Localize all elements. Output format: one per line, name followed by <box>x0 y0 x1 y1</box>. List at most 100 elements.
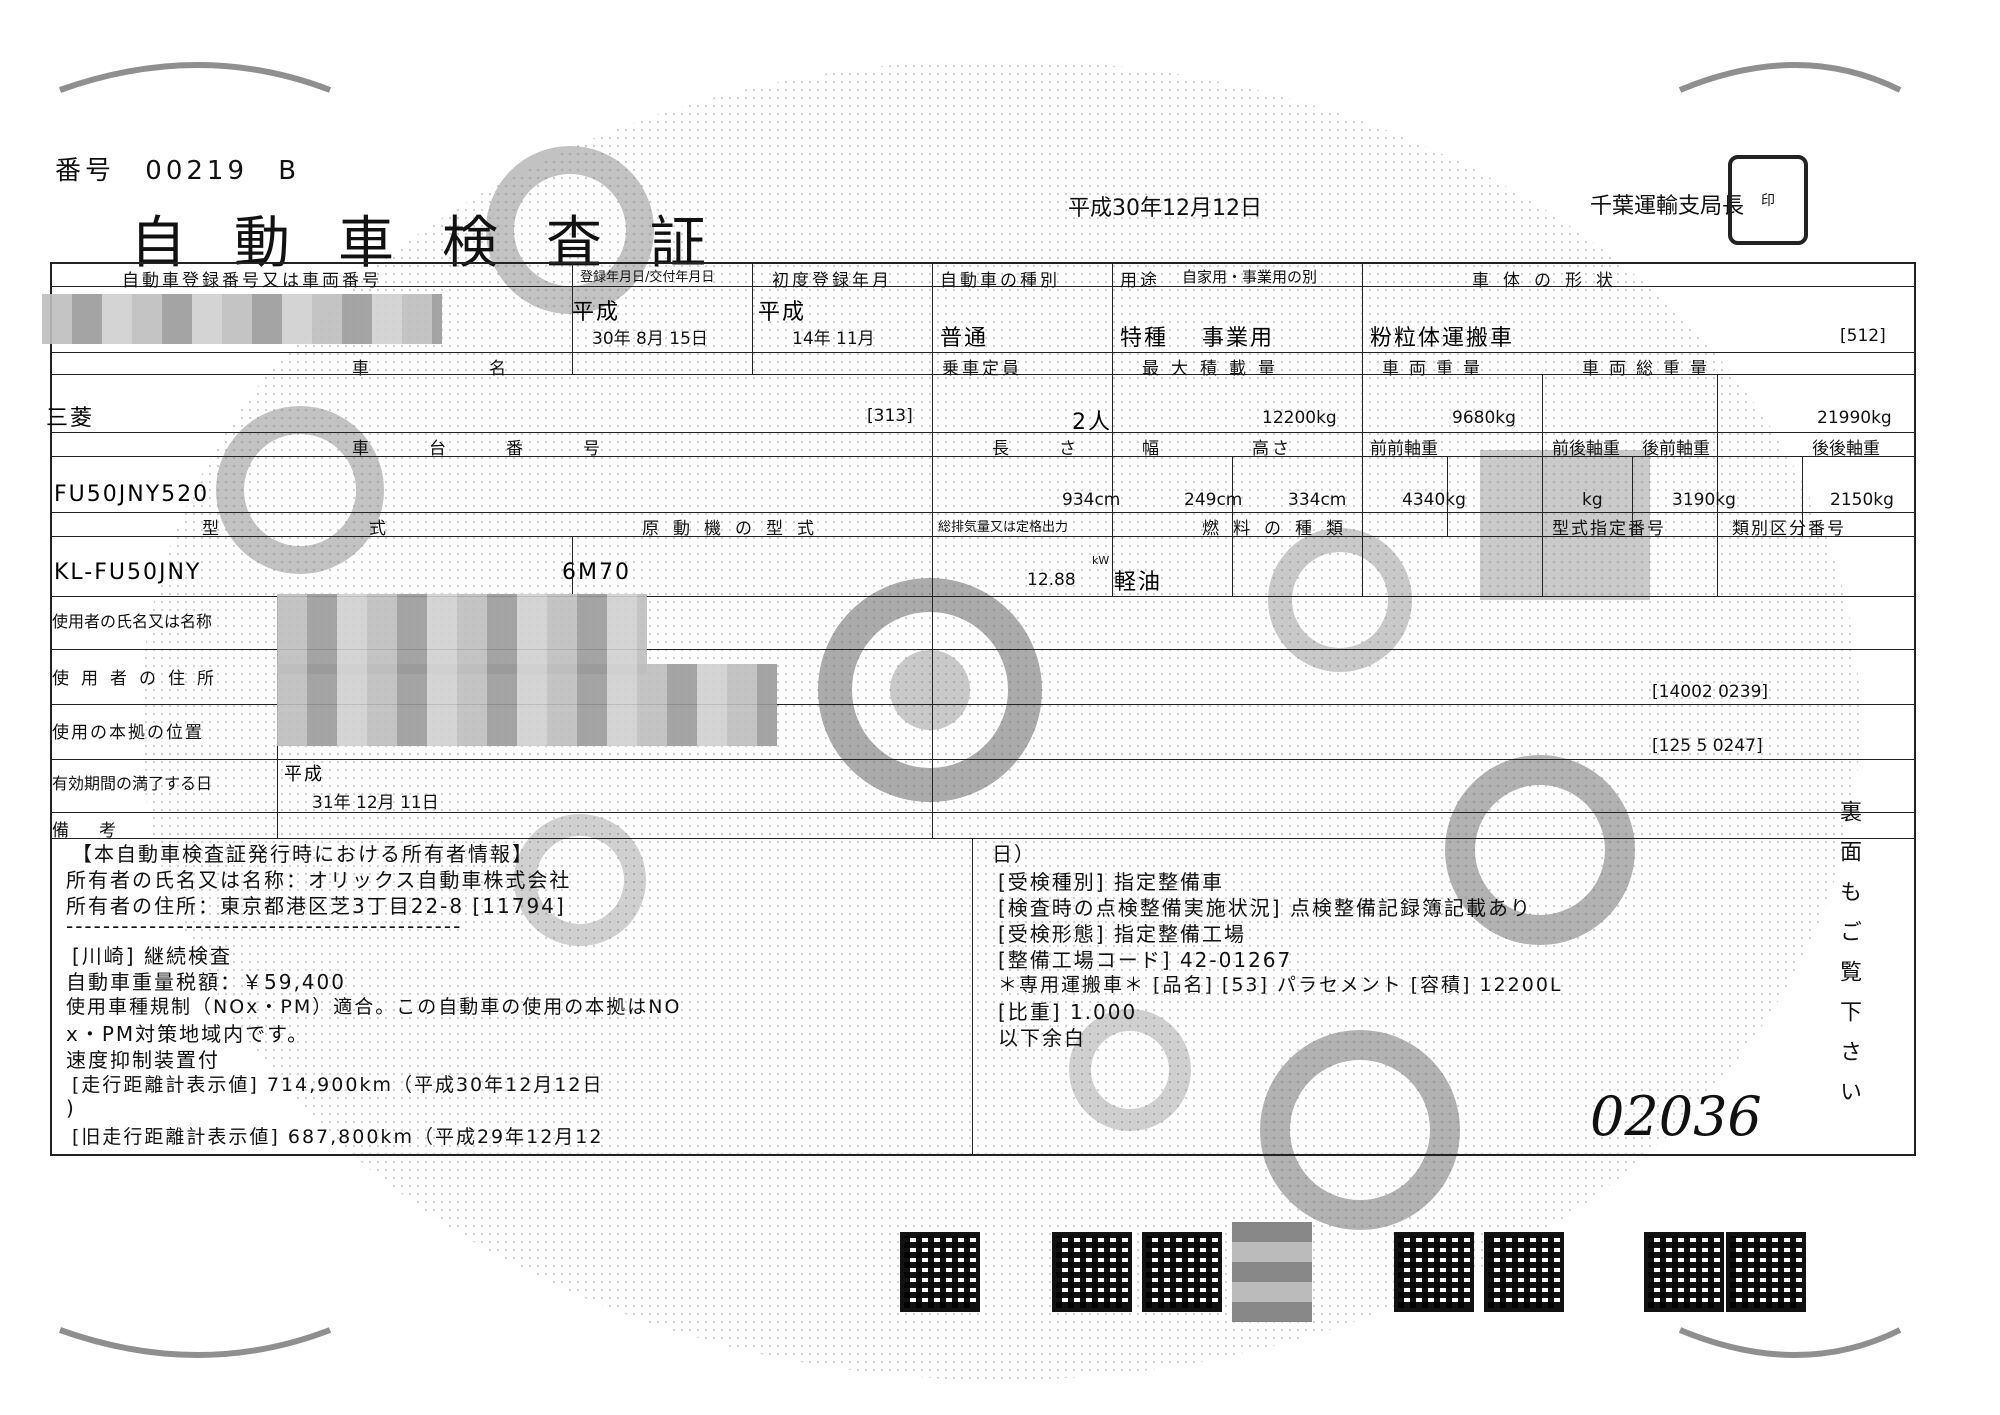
height-value: 334cm <box>1288 490 1347 510</box>
inspection-form: 自動車登録番号又は車両番号 登録年月日/交付年月日 初度登録年月 自動車の種別 … <box>42 262 1916 1156</box>
remark-line: 所有者の住所：東京都港区芝3丁目22-8 [11794] <box>66 894 566 918</box>
maker-code: [313] <box>867 406 913 426</box>
qr-code-redacted <box>1232 1222 1312 1322</box>
qr-code-icon <box>1644 1232 1724 1312</box>
qr-code-icon <box>900 1232 980 1312</box>
base-location-label: 使用の本拠の位置 <box>52 723 204 743</box>
engine-model-value: 6M70 <box>562 560 631 585</box>
length-label: 長さ <box>992 439 1126 459</box>
type-designation-label: 型式指定番号 <box>1552 519 1666 539</box>
chassis-no-value: FU50JNY520 <box>54 482 210 507</box>
col-divider <box>1632 456 1633 536</box>
vehicle-weight-label: 車両重量 <box>1382 359 1490 379</box>
width-value: 249cm <box>1184 490 1243 510</box>
reg-date-value: 30年 8月 15日 <box>592 329 708 349</box>
remark-line: 使用車種規制（NOx・PM）適合。この自動車の使用の本拠はNO <box>66 996 682 1018</box>
body-code: [512] <box>1840 326 1886 346</box>
row-divider <box>52 759 1914 760</box>
col-divider <box>572 264 573 374</box>
qr-code-icon <box>1052 1232 1132 1312</box>
private-business-value: 事業用 <box>1202 326 1275 351</box>
capacity-value: 2人 <box>1072 410 1112 435</box>
remark-line: 以下余白 <box>998 1026 1086 1050</box>
body-shape-value: 粉粒体運搬車 <box>1370 326 1515 351</box>
length-value: 934cm <box>1062 490 1121 510</box>
fr-axle-value: kg <box>1582 490 1603 510</box>
official-seal-icon: 印 <box>1728 155 1808 245</box>
name-label: 車名 <box>352 359 626 379</box>
remark-line: [走行距離計表示値] 714,900km（平成30年12月12日 <box>72 1074 604 1096</box>
remarks-label: 備考 <box>52 821 146 841</box>
col-divider <box>1542 374 1543 596</box>
expiry-era: 平成 <box>284 764 324 785</box>
first-reg-value: 14年 11月 <box>792 329 875 349</box>
row-divider <box>52 432 1914 433</box>
vehicle-kind-value: 普通 <box>940 326 989 351</box>
col-divider <box>932 264 933 838</box>
remark-line: 日） <box>992 842 1036 866</box>
max-load-label: 最大積載量 <box>1142 359 1287 379</box>
vehicle-weight-value: 9680kg <box>1452 408 1516 428</box>
row-divider <box>52 374 1914 375</box>
col-divider <box>1717 374 1718 596</box>
remark-line: 【本自動車検査証発行時における所有者情報】 <box>72 842 534 866</box>
remark-line: ＊専用運搬車＊ [品名] [53] パラセメント [容積] 12200L <box>998 974 1563 996</box>
model-label: 型式 <box>202 519 536 539</box>
row-divider <box>52 838 1914 839</box>
ff-axle-label: 前前軸重 <box>1370 439 1438 459</box>
remark-line: x・PM対策地域内です。 <box>66 1022 310 1046</box>
col-divider <box>1362 264 1363 596</box>
width-label: 幅 <box>1142 439 1162 459</box>
reg-no-redacted <box>42 294 442 344</box>
col-divider <box>1447 456 1448 536</box>
vehicle-kind-label: 自動車の種別 <box>940 271 1060 291</box>
col-divider <box>1232 456 1233 596</box>
reg-date-label: 登録年月日/交付年月日 <box>580 270 715 285</box>
row-divider <box>52 456 1914 457</box>
row-divider <box>52 512 1914 513</box>
rr-axle-value: 2150kg <box>1830 490 1894 510</box>
rf-axle-label: 後前軸重 <box>1642 439 1710 459</box>
remark-line: [川崎] 継続検査 <box>72 944 232 968</box>
remark-line: ) <box>66 1096 76 1120</box>
seal-text: 印 <box>1761 193 1775 209</box>
qr-code-icon <box>1142 1232 1222 1312</box>
address-redacted <box>277 664 777 746</box>
remark-line: [整備工場コード] 42-01267 <box>998 948 1293 972</box>
model-value: KL-FU50JNY <box>54 560 202 585</box>
body-shape-label: 車体の形状 <box>1472 271 1627 291</box>
expiry-date: 31年 12月 11日 <box>312 793 439 813</box>
row-divider <box>52 812 1914 813</box>
fuel-label: 燃料の種類 <box>1202 519 1357 539</box>
gross-weight-label: 車両総重量 <box>1582 359 1717 379</box>
chassis-no-label: 車台番号 <box>352 439 660 459</box>
capacity-label: 乗車定員 <box>942 359 1022 379</box>
remark-line: [検査時の点検整備実施状況] 点検整備記録簿記載あり <box>998 896 1532 920</box>
rf-axle-value: 3190kg <box>1672 490 1736 510</box>
displacement-value: 12.88 <box>1027 570 1076 590</box>
row-divider <box>52 704 1914 705</box>
first-reg-era: 平成 <box>758 300 807 325</box>
first-reg-label: 初度登録年月 <box>772 271 892 291</box>
row-divider <box>52 286 1914 287</box>
reg-date-era: 平成 <box>572 300 621 325</box>
rr-axle-label: 後後軸重 <box>1812 439 1880 459</box>
qr-code-icon <box>1484 1232 1564 1312</box>
displacement-label: 総排気量又は定格出力 <box>938 520 1069 535</box>
remark-line: [受検形態] 指定整備工場 <box>998 922 1246 946</box>
remark-line: [旧走行距離計表示値] 687,800km（平成29年12月12 <box>72 1126 604 1148</box>
displacement-unit: kW <box>1092 554 1110 567</box>
category-no-label: 類別区分番号 <box>1732 519 1846 539</box>
col-divider <box>1802 456 1803 536</box>
expiry-label: 有効期間の満了する日 <box>52 774 213 793</box>
base-location-code: [125 5 0247] <box>1652 736 1763 756</box>
remark-line: [受検種別] 指定整備車 <box>998 870 1224 894</box>
fr-axle-label: 前後軸重 <box>1552 439 1620 459</box>
col-divider <box>1112 264 1113 596</box>
owner-redacted <box>277 594 647 674</box>
row-divider <box>52 536 1914 537</box>
engine-model-label: 原動機の型式 <box>642 519 828 539</box>
qr-code-icon <box>1394 1232 1474 1312</box>
max-load-value: 12200kg <box>1262 408 1337 428</box>
private-business-label: 自家用・事業用の別 <box>1182 268 1318 286</box>
